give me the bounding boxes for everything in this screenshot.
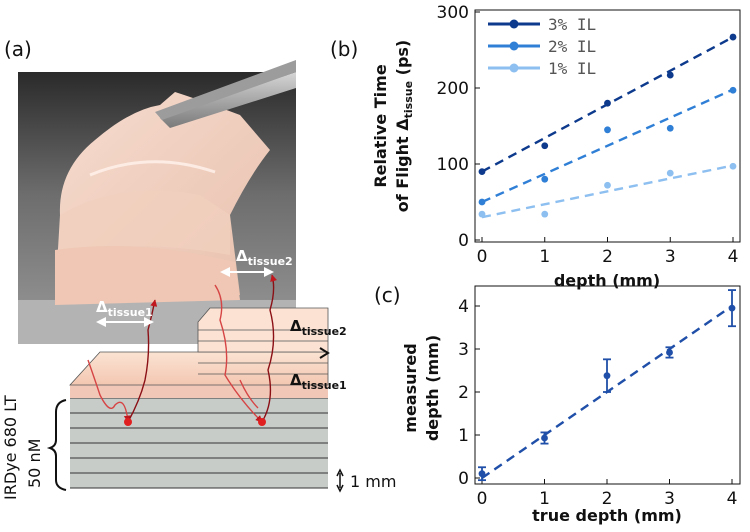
y-tick-label: 100: [437, 155, 469, 175]
data-point: [604, 181, 611, 189]
legend-marker: [509, 63, 519, 73]
chart-c-xlabel: true depth (mm): [532, 506, 682, 525]
data-point: [666, 169, 674, 177]
layer-diagram: [46, 267, 344, 493]
data-point: [478, 210, 486, 218]
legend-marker: [509, 41, 519, 51]
chart-c: true depth (mm) measured depth (mm) 0 1 2 3…: [401, 285, 741, 525]
data-point: [604, 126, 611, 134]
data-point: [478, 198, 486, 206]
data-point: [541, 175, 549, 183]
y-tick-label: 0: [458, 469, 469, 489]
legend-label: 3% IL: [548, 15, 596, 34]
y-tick-label: 4: [458, 297, 469, 317]
panel-label-c: (c): [374, 283, 401, 307]
x-tick-label: 4: [728, 247, 739, 267]
data-point: [666, 349, 673, 356]
chart-b-ylabel-line1: Relative Time: [371, 64, 390, 188]
data-point: [729, 162, 737, 170]
delta-tissue1-photo: Δtissue1: [96, 298, 153, 319]
y-tick-label: 0: [458, 231, 469, 251]
data-point: [541, 142, 549, 150]
x-tick-label: 4: [727, 489, 738, 509]
x-tick-label: 2: [602, 247, 613, 267]
legend-marker: [509, 19, 519, 29]
data-point: [729, 33, 737, 41]
legend-label: 1% IL: [548, 59, 596, 78]
scale-label: 1 mm: [350, 472, 396, 491]
data-point: [729, 86, 737, 94]
legend-label: 2% IL: [548, 37, 596, 56]
data-point: [541, 210, 549, 218]
data-point: [478, 470, 486, 478]
fit-line: [481, 164, 734, 219]
chart-c-ylabel-line2: depth (mm): [423, 335, 442, 441]
x-tick-label: 0: [477, 489, 488, 509]
y-tick-label: 2: [458, 383, 469, 403]
y-tick-label: 300: [437, 3, 469, 23]
panel-label-b: (b): [330, 37, 358, 61]
x-tick-label: 1: [539, 489, 550, 509]
delta-tissue2-photo: Δtissue2: [236, 247, 293, 268]
y-tick-label: 3: [458, 340, 469, 360]
x-tick-label: 2: [602, 489, 613, 509]
chart-b: depth (mm) Relative Time of Flight Δtiss…: [371, 3, 741, 290]
data-point: [666, 124, 674, 132]
delta-tissue1-label: Δtissue1: [290, 371, 347, 392]
y-tick-label: 1: [458, 426, 469, 446]
fit-line: [481, 88, 734, 204]
data-point: [478, 168, 486, 176]
x-tick-label: 3: [664, 489, 675, 509]
chart-b-ylabel-line2: of Flight Δtissue (ps): [393, 40, 415, 212]
data-point: [728, 304, 736, 312]
data-point: [541, 434, 548, 442]
panel-label-a: (a): [4, 37, 32, 61]
y-tick-label: 200: [437, 79, 469, 99]
x-tick-label: 3: [665, 247, 676, 267]
dye-label-line2: 50 nM: [25, 439, 44, 488]
delta-tissue2-label: Δtissue2: [290, 317, 347, 338]
data-point: [603, 372, 611, 380]
x-tick-label: 0: [477, 247, 488, 267]
tissue-photo: [18, 60, 296, 344]
chart-c-ylabel-line1: measured: [401, 343, 420, 432]
chart-b-xlabel: depth (mm): [554, 271, 660, 290]
data-point: [666, 71, 674, 79]
dye-label-line1: IRDye 680 LT: [1, 395, 20, 500]
data-point: [604, 99, 611, 107]
x-tick-label: 1: [539, 247, 550, 267]
